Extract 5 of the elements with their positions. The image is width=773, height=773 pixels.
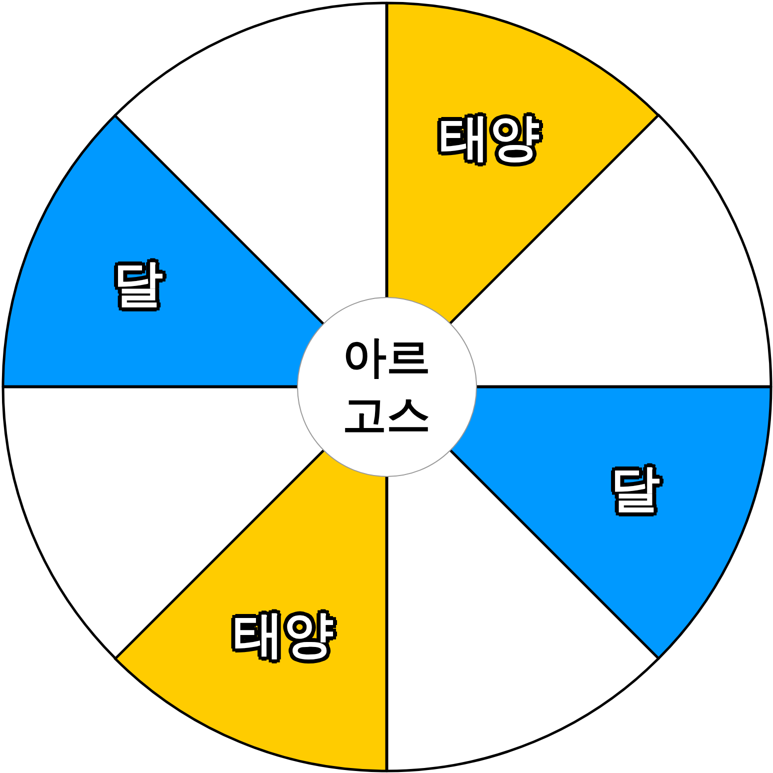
center-label: 아르고스 bbox=[342, 330, 432, 442]
sector-label: 달 bbox=[113, 253, 164, 314]
sector-label: 달 bbox=[610, 458, 660, 520]
sector-label: 태양 bbox=[439, 108, 540, 169]
sector-label: 태양 bbox=[234, 604, 334, 666]
